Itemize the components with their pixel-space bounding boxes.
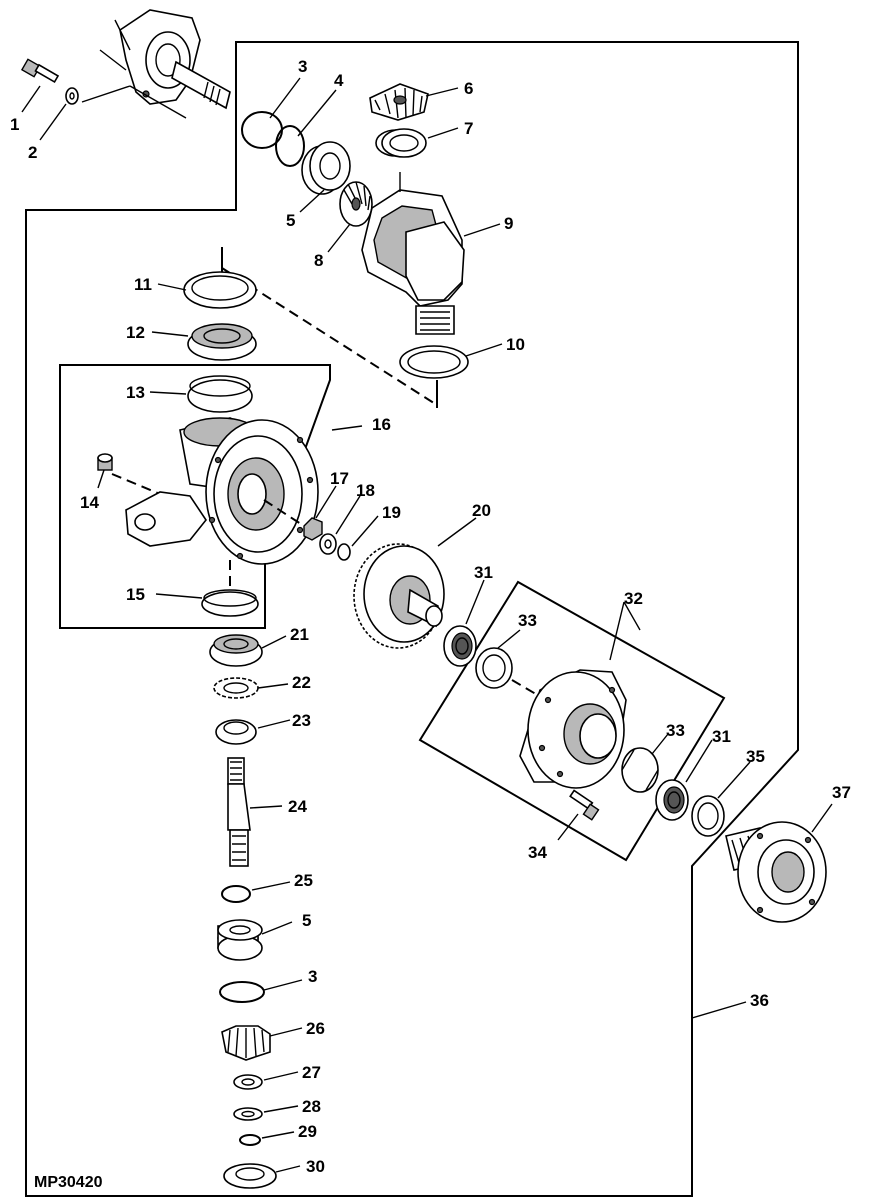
callout-15: 15	[126, 585, 145, 604]
callout-17: 17	[330, 469, 349, 488]
tapered-bearing-21	[209, 634, 263, 667]
callout-33-right: 33	[666, 721, 685, 740]
leader-1-2-bracket	[81, 85, 187, 119]
shim-28	[233, 1107, 263, 1121]
callout-22: 22	[292, 673, 311, 692]
callout-5-lower: 5	[302, 911, 311, 930]
callout-7: 7	[464, 119, 473, 138]
callout-11: 11	[134, 275, 152, 294]
seal-35	[691, 795, 725, 837]
grease-fitting	[97, 453, 113, 471]
callout-31-right: 31	[712, 727, 731, 746]
callout-36: 36	[750, 991, 769, 1010]
callout-26: 26	[306, 1019, 325, 1038]
callout-25: 25	[294, 871, 313, 890]
pinion-gear-26	[221, 1025, 271, 1061]
callout-4: 4	[334, 71, 344, 90]
bearing-31	[443, 625, 477, 667]
callout-30: 30	[306, 1157, 325, 1176]
callout-21: 21	[290, 625, 309, 644]
hub-housing	[519, 669, 627, 789]
bevel-gear	[369, 83, 429, 121]
callout-12: 12	[126, 323, 145, 342]
gear-case	[361, 172, 465, 335]
callout-3-lower: 3	[308, 967, 317, 986]
callout-3: 3	[298, 57, 307, 76]
knuckle-housing	[125, 417, 319, 565]
seal-ring-upper	[183, 271, 257, 309]
lock-washer-22	[213, 677, 259, 699]
callout-37: 37	[832, 783, 851, 802]
washer-18	[319, 533, 337, 555]
callout-33: 33	[518, 611, 537, 630]
callout-14: 14	[80, 493, 99, 512]
hub-group-box	[418, 580, 726, 862]
nut	[303, 517, 323, 541]
seal-33-right	[621, 747, 659, 793]
axle-housing	[99, 9, 231, 110]
callout-9: 9	[504, 214, 513, 233]
bearing	[301, 141, 351, 195]
callout-1: 1	[10, 115, 19, 134]
snap-ring-3-lower	[219, 981, 265, 1003]
bearing-cup-upper	[187, 375, 253, 413]
callout-23: 23	[292, 711, 311, 730]
washer	[65, 87, 79, 105]
callout-29: 29	[298, 1122, 317, 1141]
axle-flange	[725, 821, 827, 923]
hub-bolt	[569, 789, 600, 821]
figure-id: MP30420	[34, 1174, 103, 1191]
bearing-cup	[375, 128, 427, 158]
callout-8: 8	[314, 251, 323, 270]
seal-33	[475, 647, 513, 689]
callout-16: 16	[372, 415, 391, 434]
bracket-11-10-dashed	[221, 267, 438, 406]
o-ring	[275, 125, 305, 167]
bearing-cup-lower	[201, 589, 259, 617]
leader-16-17-dashed	[263, 499, 305, 527]
callout-2: 2	[28, 143, 37, 162]
assembly-outline-36	[25, 41, 799, 1197]
callout-19: 19	[382, 503, 401, 522]
callout-35: 35	[746, 747, 765, 766]
ring-29	[239, 1134, 261, 1146]
bearing-31-right	[655, 779, 689, 821]
leader-14-dashed	[111, 473, 161, 495]
callout-13: 13	[126, 383, 145, 402]
callout-10: 10	[506, 335, 525, 354]
pinion-gear	[339, 181, 373, 227]
callout-24: 24	[288, 797, 307, 816]
callout-6: 6	[464, 79, 473, 98]
seal-30	[223, 1163, 277, 1189]
nut-23	[215, 719, 257, 745]
callout-27: 27	[302, 1063, 321, 1082]
callout-labels: 1 2 3 4 6 7 5 8 9 10 11 12 13 14 15 16 1…	[10, 57, 851, 1176]
bearing-5-lower	[217, 919, 263, 961]
ring-gear	[353, 543, 445, 649]
callout-20: 20	[472, 501, 491, 520]
callout-31: 31	[474, 563, 493, 582]
callout-18: 18	[356, 481, 375, 500]
callout-32: 32	[624, 589, 643, 608]
tapered-bearing	[187, 323, 257, 361]
callout-34: 34	[528, 843, 547, 862]
leader-lines	[21, 77, 833, 1173]
callout-5: 5	[286, 211, 295, 230]
shim-27	[233, 1074, 263, 1090]
bolt	[20, 58, 60, 84]
seal-ring	[399, 345, 469, 379]
bracket-11-10-solid	[221, 247, 438, 408]
shaft-24	[227, 757, 251, 867]
washer-19	[337, 543, 351, 561]
snap-ring-25	[221, 885, 251, 903]
callout-28: 28	[302, 1097, 321, 1116]
